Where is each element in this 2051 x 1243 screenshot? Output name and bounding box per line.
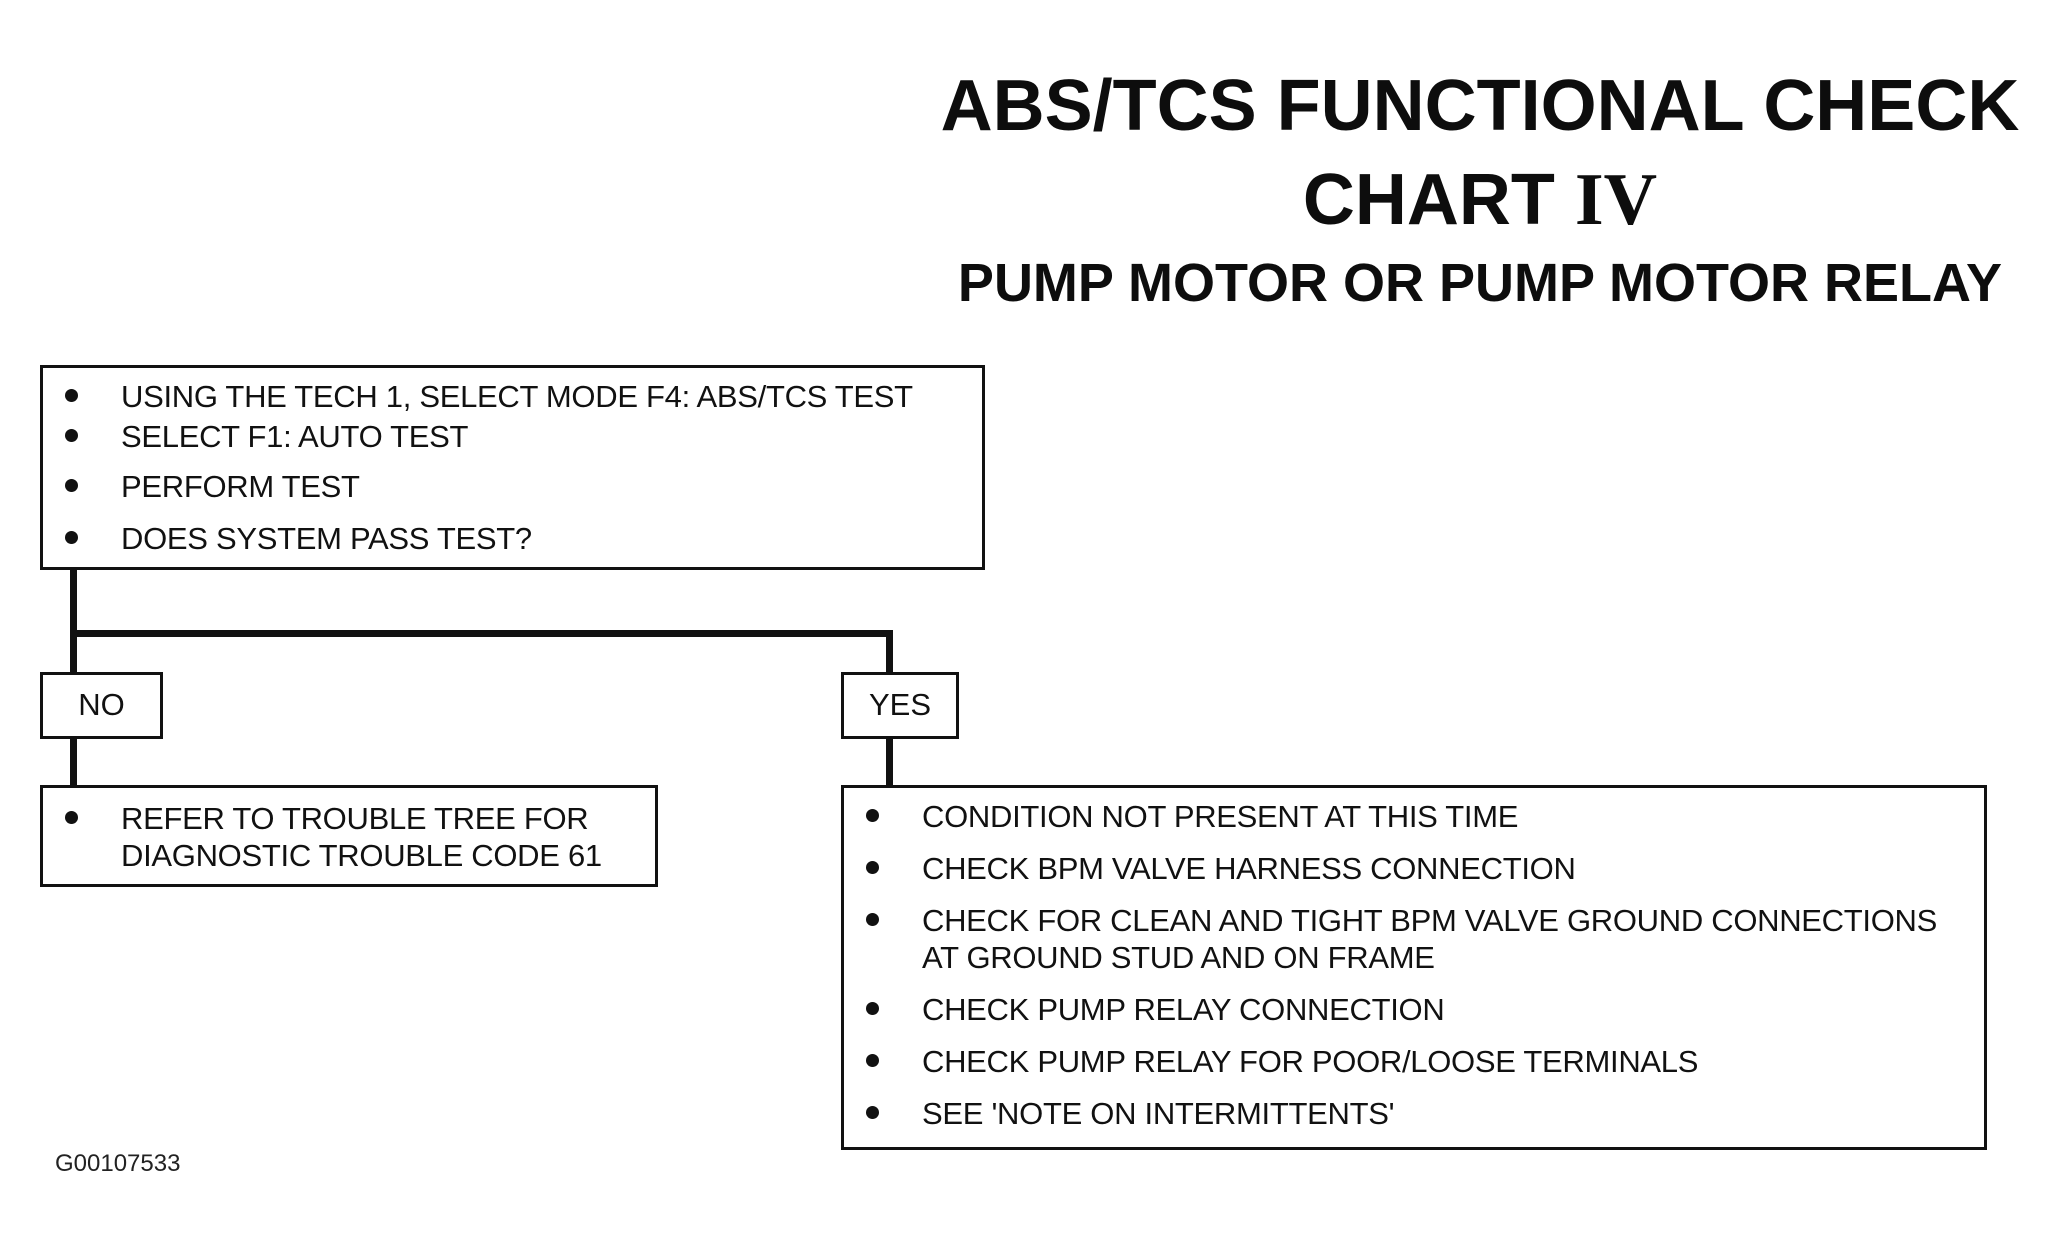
- list-item: CHECK PUMP RELAY FOR POOR/LOOSE TERMINAL…: [844, 1043, 1984, 1080]
- bullet-icon: [866, 809, 879, 822]
- connector-start-down: [70, 570, 77, 638]
- no-branch-label: NO: [40, 672, 163, 739]
- list-item: PERFORM TEST: [43, 468, 982, 506]
- yes-branch-label: YES: [841, 672, 959, 739]
- list-item-text: CHECK PUMP RELAY CONNECTION: [922, 992, 1445, 1027]
- bullet-icon: [866, 1106, 879, 1119]
- connector-no-down: [70, 630, 77, 672]
- start-test-box: USING THE TECH 1, SELECT MODE F4: ABS/TC…: [40, 365, 985, 570]
- yes-result-box: CONDITION NOT PRESENT AT THIS TIME CHECK…: [841, 785, 1987, 1150]
- bullet-icon: [65, 429, 78, 442]
- list-item: CHECK BPM VALVE HARNESS CONNECTION: [844, 850, 1984, 887]
- list-item: USING THE TECH 1, SELECT MODE F4: ABS/TC…: [43, 378, 982, 416]
- connector-horizontal: [70, 630, 893, 637]
- list-item: SELECT F1: AUTO TEST: [43, 418, 982, 456]
- bullet-icon: [866, 1002, 879, 1015]
- chart-number-label: CHART: [1302, 160, 1555, 240]
- no-result-box: REFER TO TROUBLE TREE FOR DIAGNOSTIC TRO…: [40, 785, 658, 887]
- bullet-icon: [65, 389, 78, 402]
- bullet-icon: [65, 811, 78, 824]
- list-item-text: DOES SYSTEM PASS TEST?: [121, 521, 532, 556]
- list-item-text: CONDITION NOT PRESENT AT THIS TIME: [922, 799, 1519, 834]
- list-item-text: REFER TO TROUBLE TREE FOR DIAGNOSTIC TRO…: [121, 801, 602, 873]
- bullet-icon: [866, 913, 879, 926]
- list-item-text: USING THE TECH 1, SELECT MODE F4: ABS/TC…: [121, 379, 913, 414]
- list-item: CONDITION NOT PRESENT AT THIS TIME: [844, 798, 1984, 835]
- chart-number-roman: IV: [1574, 159, 1658, 241]
- list-item-text: CHECK BPM VALVE HARNESS CONNECTION: [922, 851, 1576, 886]
- no-result-list: REFER TO TROUBLE TREE FOR DIAGNOSTIC TRO…: [43, 800, 655, 874]
- list-item-text: SEE 'NOTE ON INTERMITTENTS': [922, 1096, 1395, 1131]
- list-item: SEE 'NOTE ON INTERMITTENTS': [844, 1095, 1984, 1132]
- bullet-icon: [866, 1054, 879, 1067]
- chart-title-block: ABS/TCS FUNCTIONAL CHECK CHART IV PUMP M…: [930, 60, 2030, 318]
- figure-code: G00107533: [55, 1150, 181, 1177]
- chart-number: CHART IV: [930, 152, 2030, 248]
- bullet-icon: [65, 479, 78, 492]
- list-item-text: CHECK PUMP RELAY FOR POOR/LOOSE TERMINAL…: [922, 1044, 1699, 1079]
- list-item-text: CHECK FOR CLEAN AND TIGHT BPM VALVE GROU…: [922, 903, 1937, 975]
- list-item-text: PERFORM TEST: [121, 469, 360, 504]
- connector-no-result: [70, 739, 77, 787]
- chart-subtitle: PUMP MOTOR OR PUMP MOTOR RELAY: [957, 253, 2003, 313]
- start-test-list: USING THE TECH 1, SELECT MODE F4: ABS/TC…: [43, 378, 982, 558]
- list-item-text: SELECT F1: AUTO TEST: [121, 419, 469, 454]
- list-item: REFER TO TROUBLE TREE FOR DIAGNOSTIC TRO…: [43, 800, 655, 874]
- list-item: DOES SYSTEM PASS TEST?: [43, 520, 982, 558]
- list-item: CHECK FOR CLEAN AND TIGHT BPM VALVE GROU…: [844, 902, 1984, 976]
- connector-yes-down: [886, 630, 893, 672]
- yes-result-list: CONDITION NOT PRESENT AT THIS TIME CHECK…: [844, 798, 1984, 1132]
- list-item: CHECK PUMP RELAY CONNECTION: [844, 991, 1984, 1028]
- connector-yes-result: [886, 739, 893, 787]
- bullet-icon: [866, 861, 879, 874]
- bullet-icon: [65, 531, 78, 544]
- chart-title: ABS/TCS FUNCTIONAL CHECK: [940, 66, 2020, 146]
